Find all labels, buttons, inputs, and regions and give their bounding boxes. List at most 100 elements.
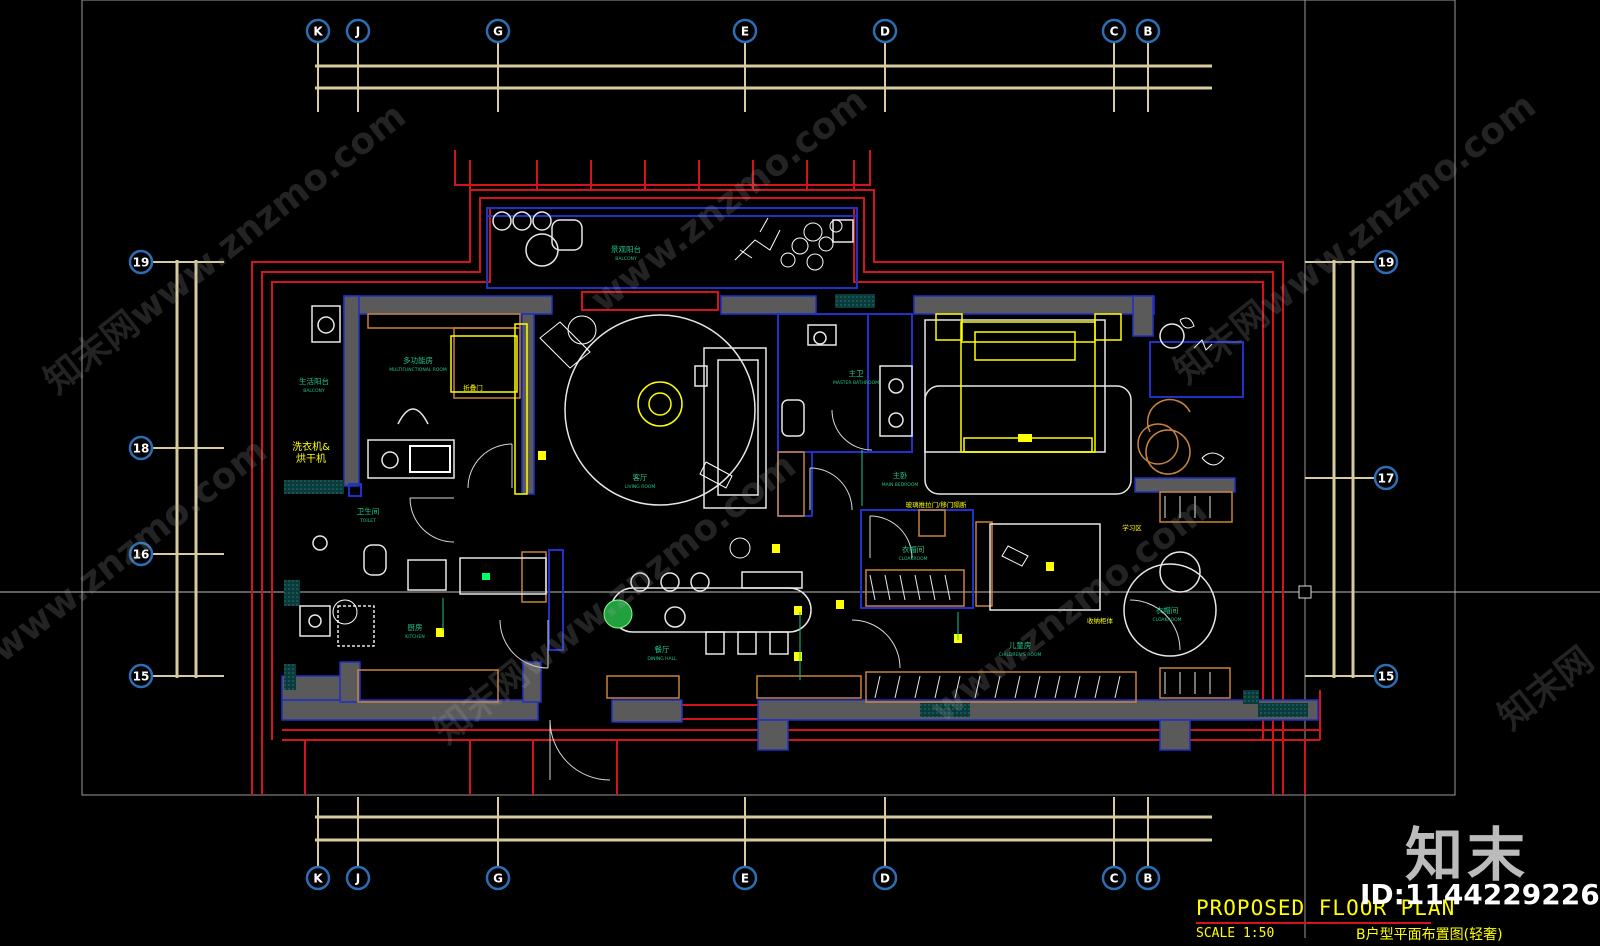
svg-text:15: 15 <box>1378 670 1395 684</box>
balcony-railing-posts <box>469 160 855 190</box>
room-label-cn: 洗衣机& <box>292 440 330 453</box>
svg-text:E: E <box>741 872 749 886</box>
title-underline <box>1196 922 1431 924</box>
svg-text:19: 19 <box>133 256 150 270</box>
axis-bubble-top-D: D <box>872 18 898 44</box>
svg-text:G: G <box>493 872 503 886</box>
annotation-note: 收纳柜体 <box>1087 616 1114 625</box>
svg-text:16: 16 <box>133 548 150 562</box>
room-label: 景观阳台 BALCONY <box>611 244 641 262</box>
axis-bubble-left-18: 18 <box>128 435 154 461</box>
room-label-en: MASTER BATHROOM <box>833 380 879 386</box>
room-label-cn: 景观阳台 <box>611 244 641 254</box>
svg-text:19: 19 <box>1378 256 1395 270</box>
svg-text:17: 17 <box>1378 472 1395 486</box>
watermark-logo: 知末 <box>1405 821 1530 889</box>
svg-text:J: J <box>355 25 360 39</box>
wall-hatching <box>284 294 1308 717</box>
axis-bubble-bottom-J: J <box>345 865 371 891</box>
room-label-cn: 厨房 <box>408 622 423 632</box>
room-label: 儿童房 CHILDREN'S ROOM <box>999 640 1042 658</box>
cabinet-hangers <box>869 496 1211 699</box>
furniture <box>299 211 1217 657</box>
axis-bubble-bottom-B: B <box>1135 865 1161 891</box>
room-label-en: CLOAKROOM <box>898 556 927 562</box>
room-label-en: LIVING ROOM <box>625 484 656 490</box>
room-label-cn: 生活阳台 <box>299 376 329 386</box>
room-label: 衣帽间 CLOAKROOM <box>898 544 927 562</box>
axis-bubbles: K J G E D C B K J G E D C B 19 18 16 15 19 17 15 <box>128 18 1399 891</box>
axis-bubble-bottom-C: C <box>1101 865 1127 891</box>
title-block: PROPOSED FLOOR PLAN SCALE 1:50 B户型平面布置图(… <box>1196 896 1600 946</box>
room-label-en: BALCONY <box>615 256 637 262</box>
room-label: 生活阳台 BALCONY <box>299 376 329 394</box>
bed-headboard <box>450 313 1122 495</box>
axis-bubble-left-16: 16 <box>128 541 154 567</box>
room-label-cn: 卫生间 <box>357 506 380 516</box>
room-label: 客厅 LIVING ROOM <box>625 472 656 490</box>
room-label-en: DINING HALL <box>647 656 677 662</box>
svg-text:C: C <box>1110 25 1119 39</box>
room-label-cn: 多功能房 <box>403 355 433 365</box>
room-label: 餐厅 DINING HALL <box>647 645 677 662</box>
svg-text:K: K <box>313 872 323 886</box>
svg-text:15: 15 <box>133 670 150 684</box>
watermark-id: ID:1144229226 <box>1360 878 1600 911</box>
svg-text:C: C <box>1110 872 1119 886</box>
room-label-en: CHILDREN'S ROOM <box>999 652 1042 658</box>
axis-bubble-top-E: E <box>732 18 758 44</box>
room-label-en: MAIN BEDROOM <box>882 482 919 488</box>
room-label-en: TOILET <box>359 518 376 524</box>
annotation-note: 玻璃推拉门/移门隔断 <box>906 500 967 509</box>
svg-text:B: B <box>1143 25 1152 39</box>
svg-text:G: G <box>493 25 503 39</box>
svg-text:K: K <box>313 25 323 39</box>
axis-bubble-top-K: K <box>305 18 331 44</box>
axis-leaders <box>153 42 1374 866</box>
axis-bubble-top-G: G <box>485 18 511 44</box>
dimension-lines <box>175 64 1355 842</box>
axis-bubble-bottom-E: E <box>732 865 758 891</box>
room-label-en: MULTIFUNCTIONAL ROOM <box>389 367 447 373</box>
door-swings <box>409 409 1181 781</box>
axis-bubble-bottom-G: G <box>485 865 511 891</box>
svg-text:J: J <box>355 872 360 886</box>
svg-text:D: D <box>880 872 890 886</box>
axis-bubble-bottom-K: K <box>305 865 331 891</box>
cabinets <box>357 313 1233 703</box>
axis-bubble-top-B: B <box>1135 18 1161 44</box>
drawing-subtitle: B户型平面布置图(轻奢) <box>1356 927 1503 943</box>
room-label-cn: 衣帽间 <box>1156 605 1179 615</box>
drawing-scale: SCALE 1:50 <box>1196 926 1275 941</box>
room-label: 厨房 KITCHEN <box>405 622 425 640</box>
axis-bubble-right-15: 15 <box>1373 663 1399 689</box>
annotation-note: 学习区 <box>1122 523 1142 532</box>
room-label: 卫生间 TOILET <box>357 506 380 524</box>
room-label-en: BALCONY <box>303 388 325 394</box>
walls-red <box>251 150 1321 795</box>
room-label-cn: 儿童房 <box>1009 640 1032 650</box>
svg-text:E: E <box>741 25 749 39</box>
room-label-en: CLOAKROOM <box>1152 617 1181 623</box>
svg-text:18: 18 <box>133 442 150 456</box>
axis-bubble-bottom-D: D <box>872 865 898 891</box>
room-label-en: 烘干机 <box>296 452 326 465</box>
room-label-cn: 衣帽间 <box>902 544 925 554</box>
svg-text:B: B <box>1143 872 1152 886</box>
room-label-cn: 餐厅 <box>655 645 670 654</box>
axis-bubble-left-15: 15 <box>128 663 154 689</box>
axis-bubble-top-J: J <box>345 18 371 44</box>
plant-decor <box>332 217 1225 625</box>
room-label-en: KITCHEN <box>405 634 425 640</box>
room-label-cn: 客厅 <box>633 472 648 482</box>
drawing-title: PROPOSED FLOOR PLAN <box>1196 896 1456 920</box>
walls-structural <box>281 295 1319 751</box>
axis-bubble-top-C: C <box>1101 18 1127 44</box>
green-leaders <box>442 450 959 680</box>
svg-text:D: D <box>880 25 890 39</box>
axis-bubble-right-17: 17 <box>1373 465 1399 491</box>
